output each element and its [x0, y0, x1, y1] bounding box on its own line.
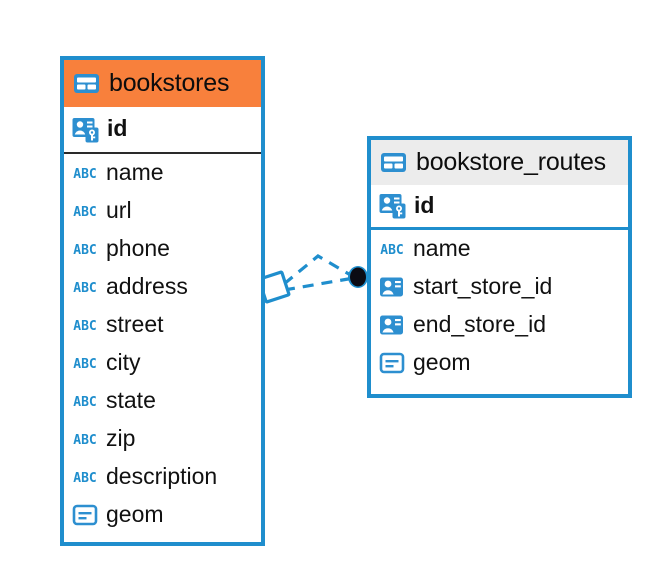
geometry-icon	[379, 352, 405, 374]
table-icon	[380, 152, 407, 173]
abc-text-icon: ABC	[380, 242, 404, 258]
abc-text-icon: ABC	[73, 470, 97, 486]
field-row-name[interactable]: ABC name	[371, 230, 628, 268]
relationship-line-upper	[282, 254, 355, 286]
abc-text-icon: ABC	[73, 280, 97, 296]
field-row-geom[interactable]: geom	[371, 344, 628, 382]
field-row-state[interactable]: ABC state	[64, 382, 261, 420]
field-row-primary-key[interactable]: id	[64, 107, 261, 154]
field-label: geom	[413, 348, 471, 375]
field-label: city	[106, 348, 141, 375]
field-label: street	[106, 310, 164, 337]
primary-key-icon	[379, 193, 406, 219]
field-label: id	[414, 191, 435, 218]
field-label: geom	[106, 500, 164, 527]
entity-bookstores[interactable]: bookstores	[60, 56, 265, 546]
field-label: id	[107, 115, 128, 141]
field-label: url	[106, 196, 132, 223]
field-label: zip	[106, 424, 136, 451]
abc-text-icon: ABC	[73, 432, 97, 448]
filled-circle-icon	[348, 266, 368, 288]
entity-body-bookstore-routes: id ABC name	[371, 185, 628, 394]
foreign-key-icon	[379, 314, 405, 336]
abc-text-icon: ABC	[73, 166, 97, 182]
abc-text-icon: ABC	[73, 242, 97, 258]
field-list-bookstores: ABC name ABC url ABC phone ABC address A…	[64, 154, 261, 542]
entity-body-bookstores: id ABC name ABC url ABC phone ABC addr	[64, 107, 261, 542]
field-row-address[interactable]: ABC address	[64, 268, 261, 306]
field-label: name	[106, 158, 164, 185]
entity-header-bookstores[interactable]: bookstores	[64, 60, 261, 107]
abc-text-icon: ABC	[73, 356, 97, 372]
table-icon	[73, 73, 100, 94]
field-row-url[interactable]: ABC url	[64, 192, 261, 230]
field-row-zip[interactable]: ABC zip	[64, 420, 261, 458]
field-label: address	[106, 272, 188, 299]
field-row-description[interactable]: ABC description	[64, 458, 261, 496]
entity-title: bookstores	[109, 69, 230, 97]
field-list-bookstore-routes: ABC name start_store_id	[371, 230, 628, 394]
entity-bookstore-routes[interactable]: bookstore_routes	[367, 136, 632, 398]
field-row-street[interactable]: ABC street	[64, 306, 261, 344]
geometry-icon	[72, 504, 98, 526]
field-row-start-store-id[interactable]: start_store_id	[371, 268, 628, 306]
entity-title: bookstore_routes	[416, 148, 606, 176]
field-label: name	[413, 234, 471, 261]
foreign-key-icon	[379, 276, 405, 298]
field-label: start_store_id	[413, 272, 553, 299]
field-row-name[interactable]: ABC name	[64, 154, 261, 192]
field-row-primary-key[interactable]: id	[371, 185, 628, 230]
field-label: end_store_id	[413, 310, 546, 337]
field-label: phone	[106, 234, 170, 261]
field-row-phone[interactable]: ABC phone	[64, 230, 261, 268]
relationship-line-lower	[283, 276, 355, 292]
entity-header-bookstore-routes[interactable]: bookstore_routes	[371, 140, 628, 185]
abc-text-icon: ABC	[73, 204, 97, 220]
primary-key-icon	[72, 117, 99, 143]
field-row-city[interactable]: ABC city	[64, 344, 261, 382]
relationship-lines	[282, 254, 355, 292]
field-label: description	[106, 462, 218, 489]
abc-text-icon: ABC	[73, 394, 97, 410]
abc-text-icon: ABC	[73, 318, 97, 334]
field-label: state	[106, 386, 156, 413]
field-row-end-store-id[interactable]: end_store_id	[371, 306, 628, 344]
field-row-geom[interactable]: geom	[64, 496, 261, 534]
